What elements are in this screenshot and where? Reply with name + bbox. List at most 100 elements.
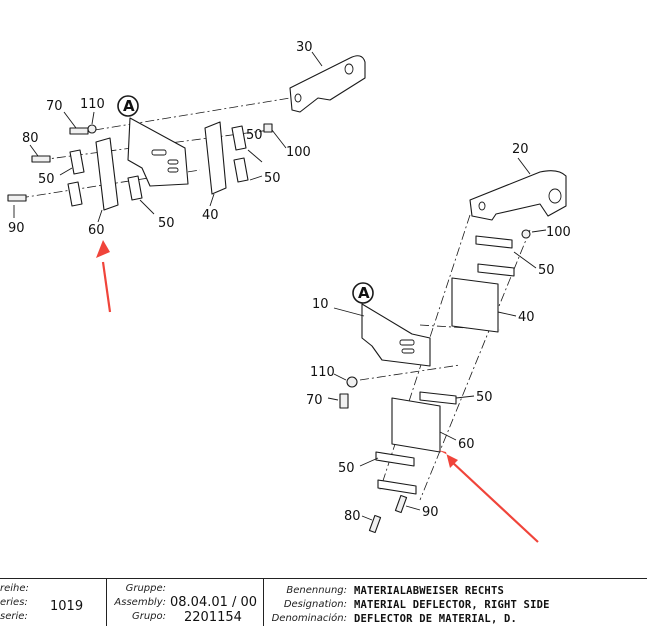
callout-50: 50 <box>246 128 263 143</box>
part-60-plate-right <box>391 397 441 453</box>
callout-60: 60 <box>458 437 475 452</box>
callout-60: 60 <box>88 223 105 238</box>
nut-100 <box>263 123 273 133</box>
leader-line <box>271 129 287 149</box>
leader-line <box>405 505 421 511</box>
leader-line <box>59 167 73 176</box>
bolt-70 <box>69 127 89 135</box>
assembly-label-es: Grupo: <box>131 611 166 622</box>
leader-line <box>531 229 547 233</box>
centerline <box>359 364 461 381</box>
part-50-shim <box>477 263 515 277</box>
name-es: DEFLECTOR DE MATERIAL, D. <box>354 613 518 625</box>
bolt-80 <box>31 155 51 163</box>
bracket-hole <box>548 188 562 204</box>
part-20-bracket <box>469 170 567 221</box>
part-40-plate-left <box>204 121 227 195</box>
leader-line <box>311 51 323 67</box>
circle-a-icon <box>117 95 139 117</box>
leader-line <box>91 111 95 125</box>
bracket-hole <box>344 63 354 75</box>
bolt-90 <box>7 194 27 202</box>
part-50-shim <box>233 157 249 183</box>
reference-arrow-icon <box>438 450 539 543</box>
nut-100 <box>521 229 531 239</box>
circle-a-icon <box>352 282 374 304</box>
slot-hole <box>399 339 415 346</box>
callout-20: 20 <box>512 142 529 157</box>
part-50-shim <box>231 125 247 151</box>
leader-line <box>439 431 457 441</box>
leader-line <box>497 311 517 317</box>
slot-hole <box>167 159 179 165</box>
washer-110 <box>346 376 358 388</box>
bracket-hole <box>478 201 486 211</box>
callout-100: 100 <box>286 145 311 160</box>
part-30-bracket <box>289 55 366 113</box>
part-40-plate-right <box>451 277 499 333</box>
bolt-70 <box>339 393 349 409</box>
assembly-value: 08.04.01 / 00 <box>170 595 258 610</box>
part-50-shim <box>67 181 83 207</box>
callout-80: 80 <box>344 509 361 524</box>
callout-70: 70 <box>306 393 323 408</box>
leader-line <box>359 457 379 467</box>
callout-40: 40 <box>518 310 535 325</box>
series-label-en: eries: <box>0 597 28 608</box>
washer-110 <box>87 124 97 134</box>
grupo-value: 2201154 <box>184 610 242 625</box>
series-cell: reihe: eries: serie: 1019 <box>0 579 106 626</box>
name-label-es: Denominación: <box>271 613 347 624</box>
callout-70: 70 <box>46 99 63 114</box>
part-50-shim <box>127 175 143 201</box>
callout-30: 30 <box>296 40 313 55</box>
leader-line <box>29 144 39 157</box>
assembly-label-en: Assembly: <box>114 597 166 608</box>
slot-hole <box>167 167 179 173</box>
callout-110: 110 <box>80 97 105 112</box>
slot-hole <box>401 348 415 354</box>
callout-40: 40 <box>202 208 219 223</box>
designation-cell: Benennung: Designation: Denominación: MA… <box>264 579 647 626</box>
part-60-plate-left <box>95 137 119 211</box>
assembly-label-de: Gruppe: <box>125 583 166 594</box>
leader-line <box>247 149 263 163</box>
part-50-shim <box>377 479 417 495</box>
bracket-hole <box>294 93 302 103</box>
leader-line <box>333 373 347 381</box>
name-en: MATERIAL DEFLECTOR, RIGHT SIDE <box>354 599 550 611</box>
series-label-de: reihe: <box>0 583 29 594</box>
title-block: reihe: eries: serie: 1019 Gruppe: Assemb… <box>0 578 647 626</box>
part-10-bracket-right <box>361 303 431 367</box>
leader-line <box>139 199 155 215</box>
part-50-shim <box>375 451 415 467</box>
circle-a-label: A <box>358 284 370 302</box>
leader-line <box>513 251 537 269</box>
callout-10: 10 <box>312 297 329 312</box>
callout-50: 50 <box>264 171 281 186</box>
callout-90: 90 <box>8 221 25 236</box>
callout-50: 50 <box>158 216 175 231</box>
leader-line <box>517 157 531 175</box>
leader-line <box>97 209 103 223</box>
circle-a-label: A <box>123 97 135 115</box>
reference-arrow-icon <box>96 240 112 313</box>
leader-line <box>63 111 77 129</box>
callout-50: 50 <box>338 461 355 476</box>
leader-line <box>209 193 215 207</box>
series-value: 1019 <box>50 599 84 614</box>
callout-80: 80 <box>22 131 39 146</box>
leader-line <box>333 307 365 317</box>
name-de: MATERIALABWEISER RECHTS <box>354 585 504 597</box>
callout-50: 50 <box>38 172 55 187</box>
callout-50: 50 <box>476 390 493 405</box>
part-50-shim <box>475 235 513 249</box>
centerline <box>419 229 531 501</box>
right-assembly <box>327 157 567 534</box>
exploded-parts-diagram: 30 70 110 A 80 100 50 50 50 50 90 60 40 … <box>7 40 571 543</box>
part-50-shim <box>69 149 85 175</box>
callout-50: 50 <box>538 263 555 278</box>
callout-110: 110 <box>310 365 335 380</box>
part-50-shim <box>419 391 457 405</box>
series-label-es: serie: <box>0 611 28 622</box>
